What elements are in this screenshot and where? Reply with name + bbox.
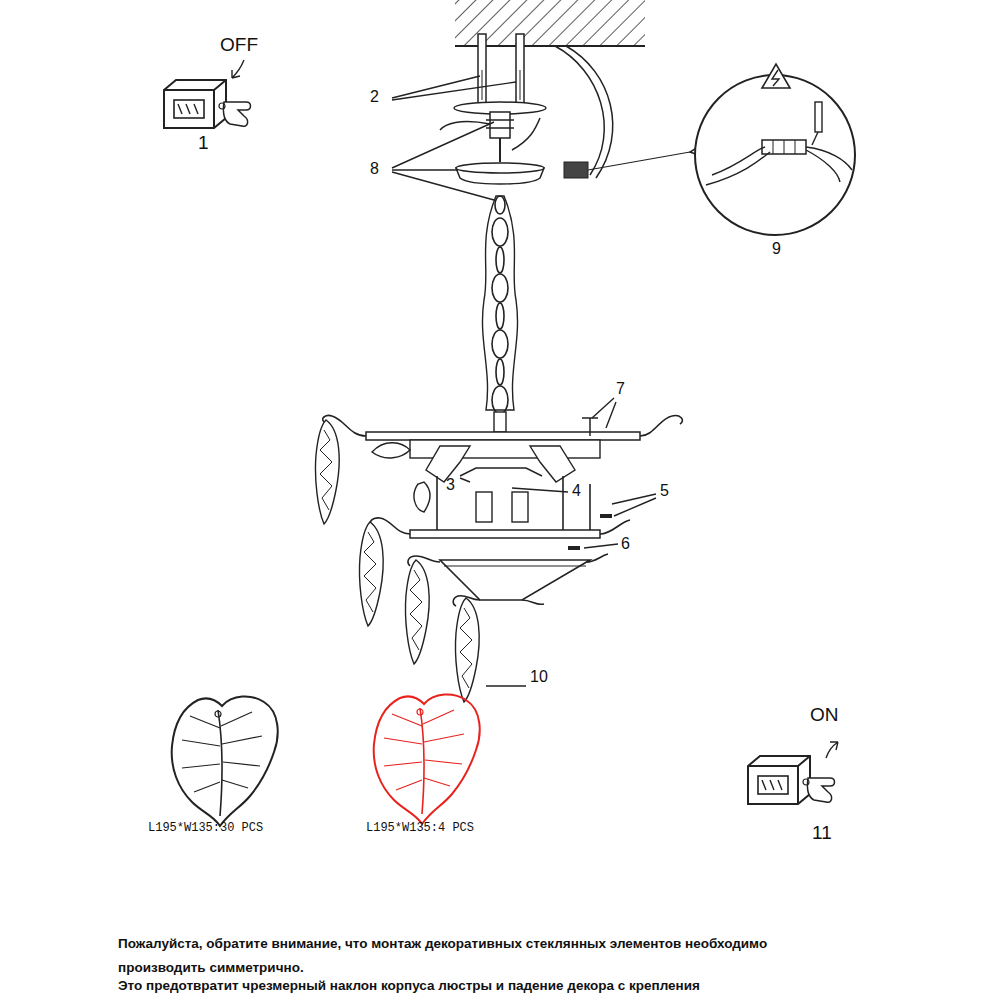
switch-state: ON — [810, 704, 839, 726]
callout-number: 9 — [772, 240, 781, 258]
warning-note: Пожалуйста, обратите внимание, что монта… — [118, 932, 808, 979]
callout-number: 3 — [446, 476, 455, 494]
callout-number: 8 — [370, 160, 379, 178]
switch-state: OFF — [220, 34, 258, 56]
warning-note: Это предотвратит чрезмерный наклон корпу… — [118, 974, 978, 998]
callout-number: 11 — [812, 822, 832, 844]
callout-number: 7 — [616, 380, 625, 398]
callout-number: 2 — [370, 88, 379, 106]
callout-number: 4 — [572, 482, 581, 500]
leaf-quantity: L195*W135:4 PCS — [366, 822, 474, 836]
callout-number: 10 — [530, 668, 548, 686]
callout-number: 6 — [621, 535, 630, 553]
callout-number: 1 — [198, 132, 209, 154]
callout-number: 5 — [660, 482, 669, 500]
leaf-quantity: L195*W135:30 PCS — [148, 822, 263, 836]
